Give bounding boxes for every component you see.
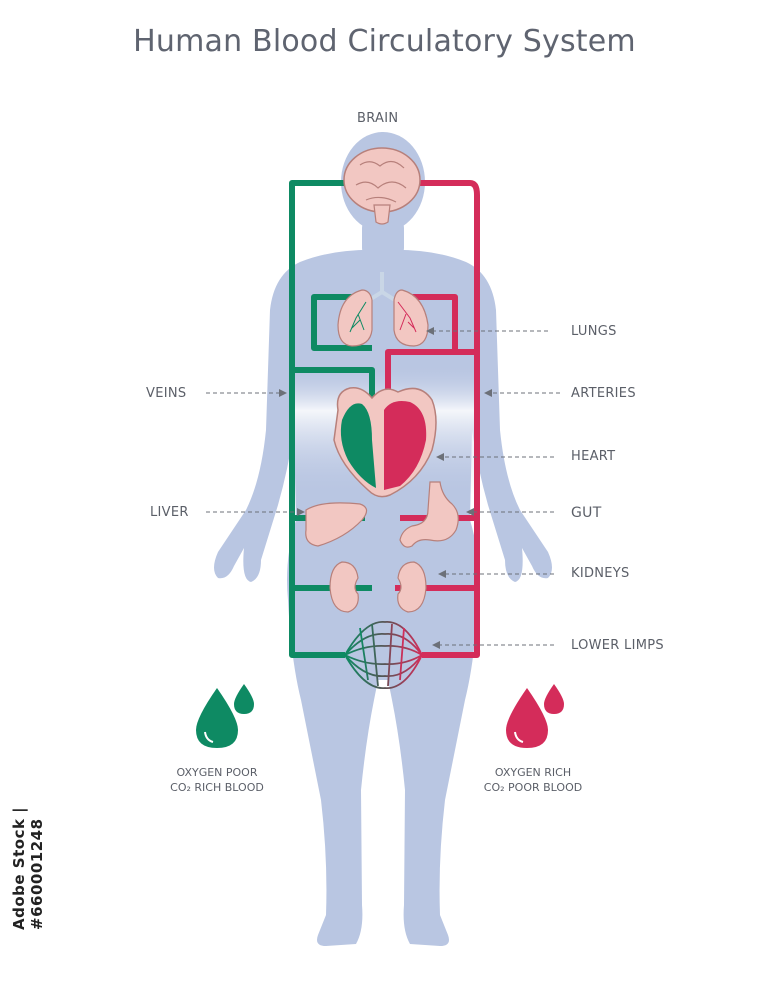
red-drop-icon	[506, 684, 564, 748]
legend-poor-blood: OXYGEN POOR CO₂ RICH BLOOD	[132, 765, 302, 795]
label-liver: LIVER	[150, 505, 189, 520]
body-silhouette	[214, 132, 552, 946]
label-lower-limbs: LOWER LIMPS	[571, 638, 664, 653]
kidneys-organ	[329, 561, 427, 613]
legend-rich-line1: OXYGEN RICH	[494, 766, 572, 779]
brain-organ	[343, 147, 421, 225]
heart-organ	[333, 386, 437, 498]
legend-rich-line2: CO₂ POOR BLOOD	[483, 781, 583, 794]
page-title: Human Blood Circulatory System	[133, 24, 636, 59]
artery-network	[385, 180, 480, 658]
gut-organ	[399, 481, 459, 548]
capillary-bed	[344, 621, 423, 689]
arrow-heads	[279, 327, 492, 649]
label-gut: GUT	[571, 505, 602, 521]
label-heart: HEART	[571, 449, 616, 464]
label-arteries: ARTERIES	[571, 386, 636, 401]
legend-rich-blood: OXYGEN RICH CO₂ POOR BLOOD	[448, 765, 618, 795]
label-brain: BRAIN	[357, 111, 399, 126]
legend-poor-line1: OXYGEN POOR	[176, 766, 258, 779]
label-lungs: LUNGS	[571, 324, 617, 339]
legend-poor-line2: CO₂ RICH BLOOD	[170, 781, 264, 794]
green-drop-icon	[196, 684, 254, 748]
lungs-organ	[337, 272, 429, 347]
label-veins: VEINS	[146, 386, 187, 401]
label-kidneys: KIDNEYS	[571, 566, 630, 581]
leader-arrows	[206, 330, 560, 646]
stock-watermark: Adobe Stock | #660001248	[10, 806, 46, 930]
liver-organ	[305, 502, 368, 547]
